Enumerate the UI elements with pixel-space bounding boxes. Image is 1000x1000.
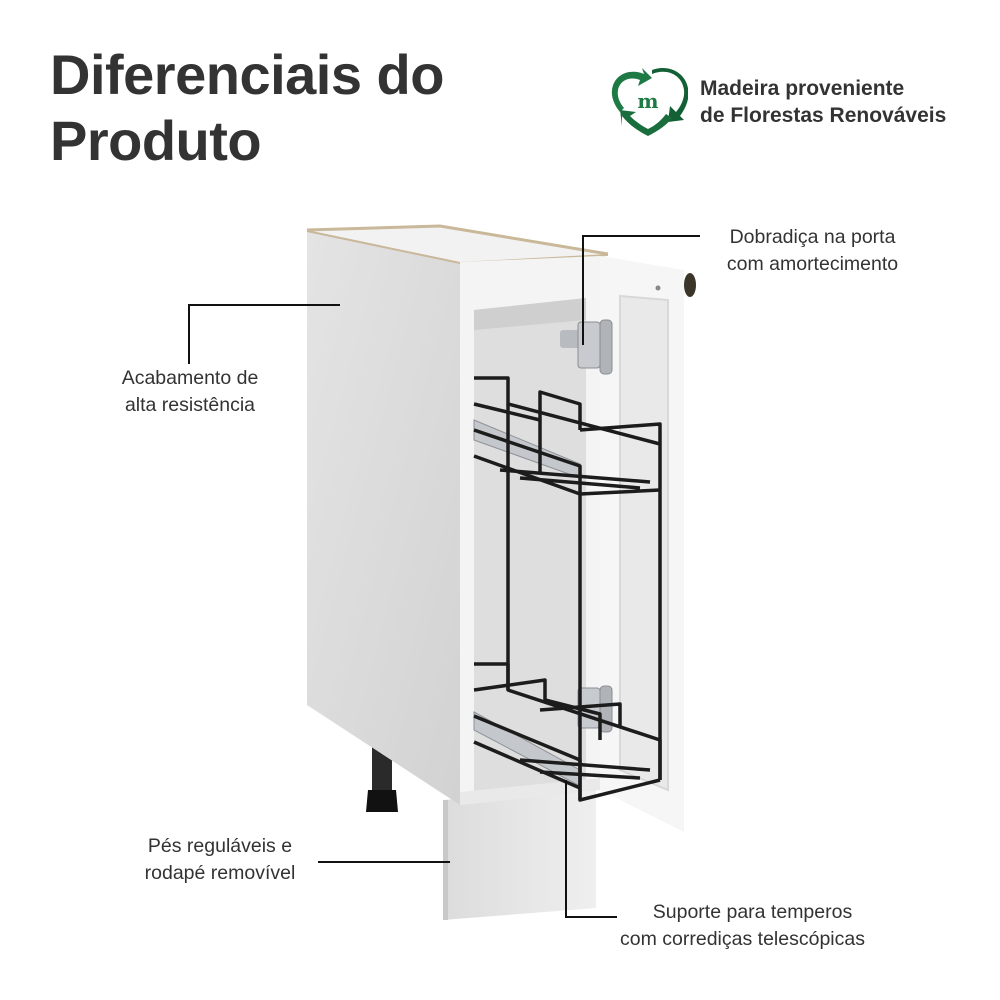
hinge-bottom — [577, 685, 613, 733]
leader-rack-h — [565, 916, 617, 918]
callout-hinge: Dobradiça na porta com amortecimento — [700, 224, 925, 278]
leader-hinge-v — [582, 235, 584, 345]
callout-finish: Acabamento de alta resistência — [95, 365, 285, 419]
leader-rack-v — [565, 780, 567, 918]
callout-feet-line-1: Pés reguláveis e — [147, 835, 293, 857]
removable-plinth — [443, 790, 596, 920]
leader-finish-v — [188, 304, 190, 364]
badge-text: Madeira proveniente de Florestas Renováv… — [700, 75, 946, 129]
recycle-m-logo-icon: m — [611, 68, 688, 136]
callout-finish-line-1: Acabamento de — [121, 367, 259, 389]
hinge-top — [560, 319, 613, 375]
title-line-2: Produto — [50, 109, 262, 172]
callout-hinge-line-2: com amortecimento — [726, 253, 899, 275]
door-panel — [600, 256, 696, 832]
badge-line-1: Madeira proveniente — [700, 77, 905, 100]
slide-bottom — [473, 711, 581, 787]
callout-rack: Suporte para temperos com corrediças tel… — [590, 899, 895, 953]
callout-finish-line-2: alta resistência — [124, 394, 256, 416]
leader-finish-h — [188, 304, 340, 306]
adjustable-foot — [366, 745, 398, 812]
leader-hinge-h — [582, 235, 700, 237]
callout-rack-line-1: Suporte para temperos — [652, 901, 853, 923]
callout-feet-line-2: rodapé removível — [144, 862, 296, 884]
front-frame — [460, 256, 600, 805]
slide-top — [473, 419, 581, 479]
page-title: Diferenciais do Produto — [50, 42, 444, 174]
callout-rack-line-2: com corrediças telescópicas — [620, 928, 865, 950]
side-panel — [307, 230, 460, 805]
svg-text:m: m — [637, 89, 658, 113]
spice-rack-wire — [473, 376, 662, 802]
leader-feet-h — [318, 861, 450, 863]
callout-hinge-line-1: Dobradiça na porta — [729, 226, 896, 248]
sustainability-badge: m Madeira proveniente de Florestas Renov… — [608, 66, 946, 138]
callout-feet: Pés reguláveis e rodapé removível — [125, 833, 315, 887]
title-line-1: Diferenciais do — [50, 43, 444, 106]
badge-line-2: de Florestas Renováveis — [700, 104, 947, 127]
